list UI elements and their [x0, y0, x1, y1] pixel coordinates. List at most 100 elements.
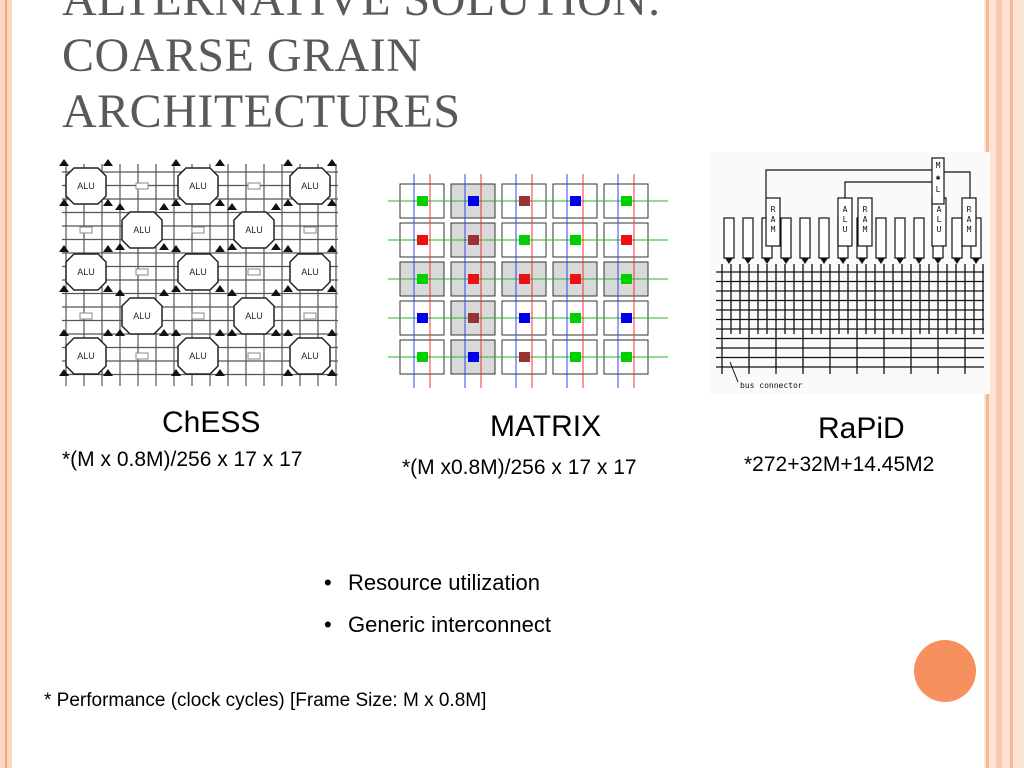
chess-arrow-icon — [171, 329, 181, 336]
chess-label: ChESS — [162, 406, 261, 439]
chess-alu-cell: ALU — [171, 245, 225, 292]
rapid-block-letter: A — [937, 205, 942, 214]
rapid-block-letter: M — [863, 225, 868, 234]
chess-arrow-icon — [103, 285, 113, 292]
matrix-processing-element — [519, 352, 530, 362]
rapid-routing — [716, 264, 984, 374]
chess-switch-arrow-icon — [135, 352, 149, 360]
chess-arrow-icon — [271, 289, 281, 296]
rapid-mux-icon — [782, 258, 790, 264]
matrix-processing-element — [468, 352, 479, 362]
chess-alu-cell: ALU — [171, 329, 225, 376]
chess-arrow-icon — [59, 329, 69, 336]
rapid-block-letter: R — [967, 205, 972, 214]
rapid-mux-icon — [763, 258, 771, 264]
chess-switch-arrow-icon — [247, 268, 261, 276]
chess-arrow-icon — [171, 159, 181, 166]
chess-alu-label: ALU — [77, 181, 95, 191]
chess-arrow-icon — [215, 285, 225, 292]
rapid-block-letter: A — [863, 215, 868, 224]
matrix-processing-element — [570, 313, 581, 323]
matrix-processing-element — [519, 313, 530, 323]
footnote: * Performance (clock cycles) [Frame Size… — [44, 690, 487, 711]
chess-alu-label: ALU — [301, 181, 319, 191]
chess-arrow-icon — [283, 329, 293, 336]
rapid-register — [780, 217, 792, 259]
chess-arrow-icon — [327, 329, 337, 336]
chess-arrow-icon — [115, 243, 125, 250]
chess-alu-label: ALU — [77, 351, 95, 361]
chess-arrow-icon — [215, 329, 225, 336]
chess-alu-box — [289, 253, 331, 291]
chess-alu-label: ALU — [133, 311, 151, 321]
matrix-processing-element — [519, 196, 530, 206]
rapid-block-letter: M — [967, 225, 972, 234]
rapid-bus-connector-label: bus connector — [740, 381, 803, 390]
rapid-block-letter: R — [771, 205, 776, 214]
rapid-multiplier-block: M✱L — [931, 157, 945, 205]
chess-switch-arrow-icon — [303, 312, 317, 320]
rapid-wire — [765, 169, 932, 198]
matrix-processing-element — [570, 196, 581, 206]
rapid-register — [875, 217, 887, 259]
rapid-mux-icon — [725, 258, 733, 264]
chess-arrow-icon — [59, 369, 69, 376]
matrix-processing-element — [570, 235, 581, 245]
matrix-processing-element — [468, 313, 479, 323]
rapid-block-letter: A — [967, 215, 972, 224]
chess-arrow-icon — [103, 369, 113, 376]
rapid-register — [894, 217, 906, 259]
title-line-2: COARSE GRAIN — [62, 29, 422, 82]
rapid-callout-line — [729, 361, 739, 383]
matrix-label: MATRIX — [490, 410, 602, 443]
rapid-wire — [944, 171, 971, 198]
rapid-register — [913, 217, 925, 259]
rapid-block-letter: M — [936, 161, 941, 170]
chess-arrow-icon — [327, 285, 337, 292]
chess-arrow-icon — [103, 245, 113, 252]
rapid-block-letter: U — [843, 225, 848, 234]
chess-alu-cell: ALU — [115, 203, 169, 250]
matrix-processing-element — [621, 313, 632, 323]
chess-arrow-icon — [327, 159, 337, 166]
chess-arrow-icon — [171, 369, 181, 376]
chess-arrow-icon — [283, 245, 293, 252]
matrix-architecture-figure — [384, 172, 672, 392]
chess-alu-cell: ALU — [227, 203, 281, 250]
rapid-mux-icon — [801, 258, 809, 264]
chess-alu-box — [121, 297, 163, 335]
chess-arrow-icon — [227, 329, 237, 336]
chess-alu-cell: ALU — [59, 245, 113, 292]
matrix-processing-element — [570, 352, 581, 362]
chess-alu-label: ALU — [189, 181, 207, 191]
rapid-block-letter: L — [937, 215, 942, 224]
chess-arrow-icon — [159, 203, 169, 210]
rapid-block-letter: L — [936, 185, 941, 194]
rapid-mux-icon — [934, 258, 942, 264]
chess-arrow-icon — [271, 329, 281, 336]
matrix-processing-element — [417, 235, 428, 245]
chess-alu-box — [65, 253, 107, 291]
chess-arrow-icon — [215, 245, 225, 252]
title-line-3: ARCHITECTURES — [62, 85, 461, 138]
bullet-text: Generic interconnect — [348, 612, 551, 637]
bullet-item: •Resource utilization — [324, 570, 540, 595]
rapid-mux-icon — [915, 258, 923, 264]
chess-arrow-icon — [171, 285, 181, 292]
chess-arrow-icon — [103, 329, 113, 336]
chess-arrow-icon — [271, 243, 281, 250]
chess-arrow-icon — [171, 199, 181, 206]
matrix-processing-element — [417, 196, 428, 206]
chess-switch-arrow-icon — [247, 182, 261, 190]
chess-alu-cell: ALU — [283, 245, 337, 292]
chess-alu-cell: ALU — [59, 329, 113, 376]
matrix-formula: *(M x0.8M)/256 x 17 x 17 — [402, 456, 637, 479]
rapid-block-letter: M — [771, 225, 776, 234]
